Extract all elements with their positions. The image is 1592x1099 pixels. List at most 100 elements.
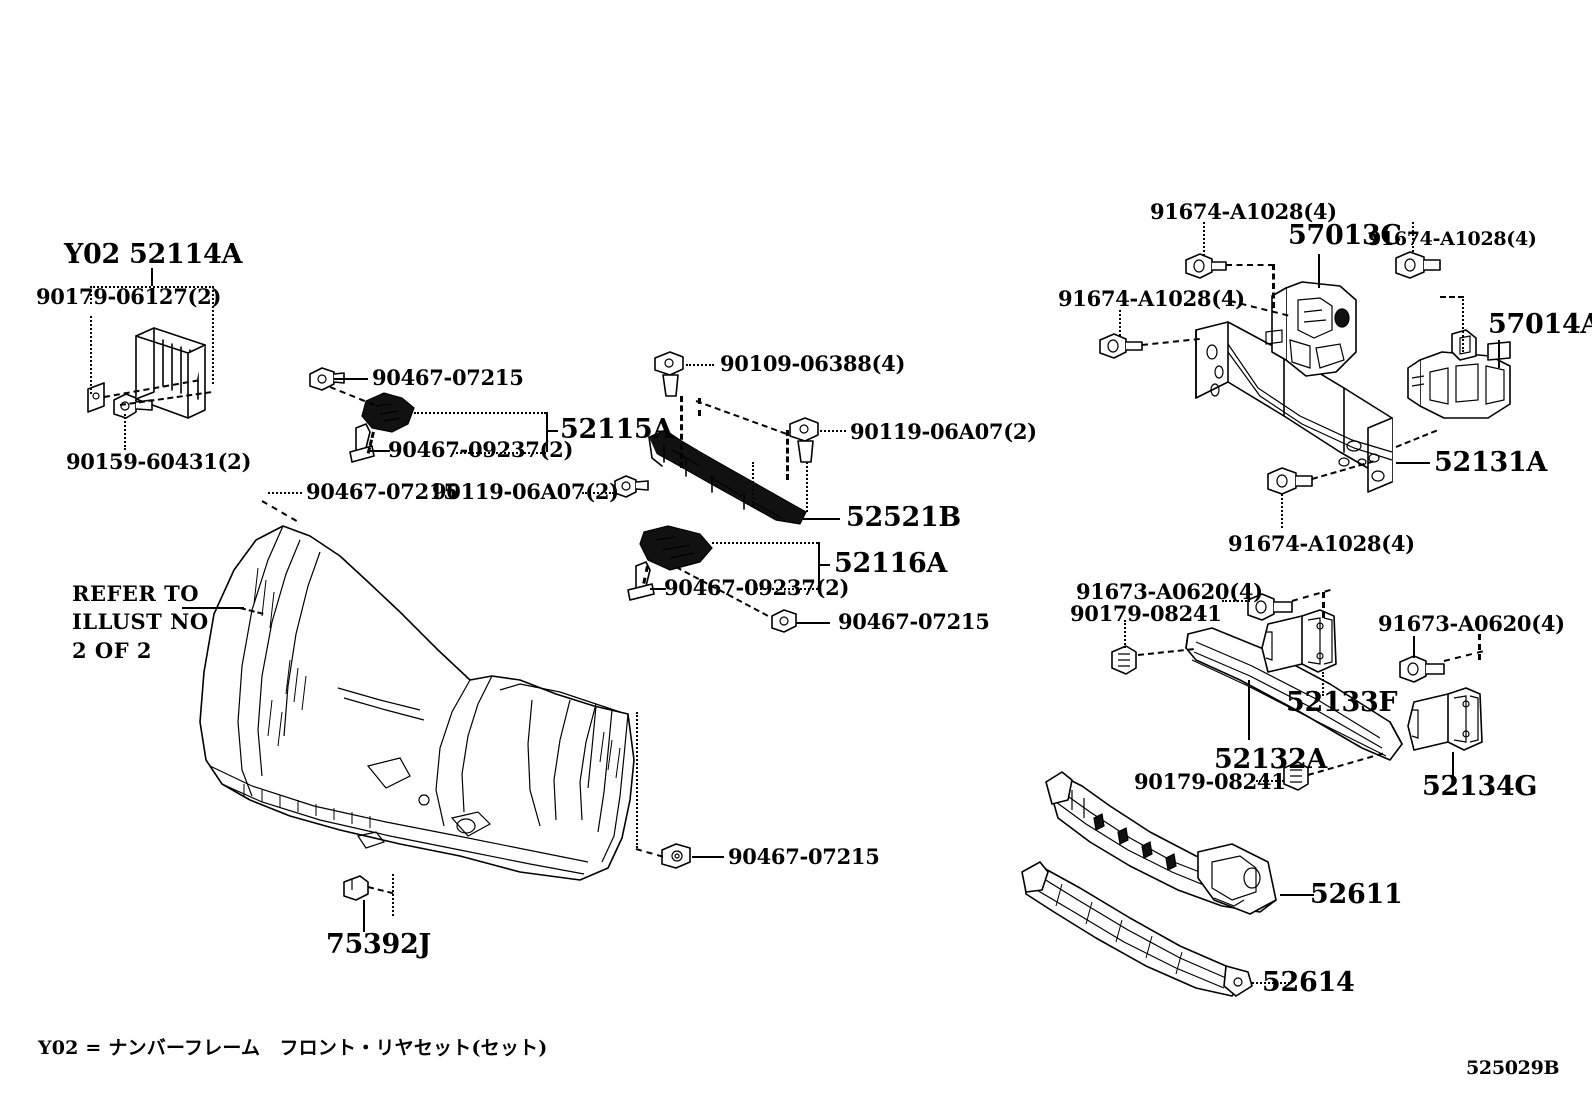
leader-75392j	[363, 900, 365, 932]
leader-52131a-dash	[1395, 429, 1438, 448]
label-90179-08241-left: 90179-08241	[1070, 601, 1222, 626]
leader-dash-52521b-4	[786, 430, 789, 480]
label-91674-a1028-bottom: 91674-A1028(4)	[1228, 531, 1415, 556]
diagram-id: 525029B	[1466, 1057, 1560, 1079]
leader-90467-07215-c	[796, 622, 830, 624]
leader-91674-topright-dash-h	[1440, 296, 1464, 298]
legend-note: Y02 = ナンバーフレーム フロント・リヤセット(セット)	[38, 1037, 548, 1059]
label-57013c: 57013C	[1288, 220, 1402, 251]
leader-90467-09237-b	[650, 588, 666, 590]
label-91674-a1028-topright: 91674-A1028(4)	[1368, 228, 1537, 250]
leader-75392j-drop	[392, 874, 394, 916]
leader-91674-top-dash-h	[1226, 264, 1274, 266]
part-art-grommet-bottom	[661, 843, 691, 869]
label-52131a: 52131A	[1434, 447, 1548, 478]
label-91673-a0620-left: 91673-A0620(4)	[1076, 579, 1263, 604]
label-52134g: 52134G	[1422, 771, 1538, 802]
leader-y02-52114a-right	[212, 286, 214, 384]
leader-90119-06a07-b	[820, 430, 846, 432]
leader-dash-52521b-3	[695, 400, 787, 435]
leader-dash-52521b-1	[680, 396, 683, 468]
leader-52521b	[802, 518, 840, 520]
leader-52614	[1252, 982, 1290, 984]
leader-90467-07215-d-drop	[636, 712, 638, 848]
label-90467-07215-a: 90467-07215	[372, 365, 524, 390]
leader-52134g	[1452, 752, 1454, 778]
leader-52116a-bottom	[756, 588, 818, 590]
part-art-57013c	[1265, 281, 1357, 377]
leader-dash-52116a-1	[642, 565, 649, 584]
label-refer-note: REFER TO ILLUST NO 2 OF 2	[72, 581, 209, 663]
leader-52115a-tick	[546, 430, 558, 432]
label-52521b: 52521B	[846, 502, 961, 533]
label-90467-09237-a: 90467-09237(2)	[388, 437, 574, 462]
part-art-52131a	[1195, 321, 1393, 493]
leader-57013c	[1318, 254, 1320, 288]
leader-90467-09237-a	[370, 450, 390, 452]
leader-90119-06a07-a	[582, 492, 614, 494]
part-art-57014a	[1407, 329, 1511, 419]
label-91674-a1028-top: 91674-A1028(4)	[1150, 199, 1337, 224]
label-90159-60431: 90159-60431(2)	[66, 449, 252, 474]
leader-y02-52114a-top	[90, 286, 214, 288]
label-90179-08241-bottom: 90179-08241	[1134, 769, 1286, 794]
leader-91674-left-dash	[1141, 337, 1200, 346]
leader-52116a-top	[712, 542, 818, 544]
label-y02-52114a: Y02 52114A	[64, 239, 243, 270]
leader-91674-top-dash-v	[1272, 264, 1275, 308]
leader-52133f-drop	[1322, 672, 1324, 696]
part-art-52133f	[1261, 609, 1337, 673]
part-art-75392j	[343, 875, 369, 901]
leader-57014a	[1498, 340, 1500, 368]
label-90119-06a07-b: 90119-06A07(2)	[850, 419, 1037, 444]
leader-75392j-dash	[367, 886, 394, 895]
label-91674-a1028-left: 91674-A1028(4)	[1058, 286, 1245, 311]
label-57014a: 57014A	[1488, 309, 1592, 340]
leader-52115a-bracket	[546, 412, 548, 452]
leader-52132a	[1248, 680, 1250, 740]
label-91673-a0620-right: 91673-A0620(4)	[1378, 611, 1565, 636]
leader-91673-right	[1413, 636, 1415, 658]
leader-90179-08241-bottom	[1256, 780, 1284, 782]
leader-91673-left-dash-v	[1322, 592, 1325, 618]
label-90467-09237-b: 90467-09237(2)	[664, 575, 850, 600]
leader-91673-left	[1222, 600, 1250, 602]
label-90119-06a07-a: 90119-06A07(2)	[432, 479, 619, 504]
leader-refer-note	[182, 607, 244, 609]
part-art-bumper-cover	[199, 525, 635, 881]
leader-y02-52114a-left	[90, 286, 92, 304]
leader-91674-topright	[1412, 222, 1414, 252]
label-52132a: 52132A	[1214, 744, 1328, 775]
part-art-52114a	[87, 327, 206, 419]
leader-y02-52114a-stem	[151, 268, 153, 286]
label-52611: 52611	[1310, 879, 1403, 910]
leader-91674-bottom-dash	[1311, 460, 1374, 480]
leader-91674-left	[1119, 310, 1121, 336]
label-90179-06127: 90179-06127(2)	[36, 284, 222, 309]
leader-52115a-bottom	[452, 452, 546, 454]
leader-90179-06127	[90, 316, 92, 394]
leader-90179-08241-left-dash	[1137, 648, 1194, 656]
leader-90467-07215-d	[692, 856, 724, 858]
leader-refer-dash	[239, 607, 264, 615]
leader-90467-07215-b	[268, 492, 302, 494]
leader-52116a-tick	[818, 564, 830, 566]
leader-52115a-top	[414, 412, 546, 414]
leader-90109-06388	[686, 364, 714, 366]
leader-91674-topright-dash	[1462, 296, 1464, 352]
label-52116a: 52116A	[834, 548, 948, 579]
leader-91674-top	[1203, 222, 1205, 256]
leader-dash-52114a-1	[119, 391, 212, 406]
leader-52131a	[1396, 462, 1430, 464]
part-art-52134g	[1407, 687, 1483, 751]
leader-dash-cover-1	[261, 500, 298, 522]
leader-90467-07215-a	[334, 378, 368, 380]
label-52115a: 52115A	[560, 414, 674, 445]
leader-dash-52521b-2	[698, 398, 701, 416]
leader-91674-bottom	[1281, 494, 1283, 528]
leader-52611	[1280, 894, 1314, 896]
label-90467-07215-c: 90467-07215	[838, 609, 990, 634]
label-52614: 52614	[1262, 967, 1355, 998]
leader-dash-52115a-1	[329, 386, 375, 406]
leader-91673-right-dash-v	[1478, 634, 1481, 660]
